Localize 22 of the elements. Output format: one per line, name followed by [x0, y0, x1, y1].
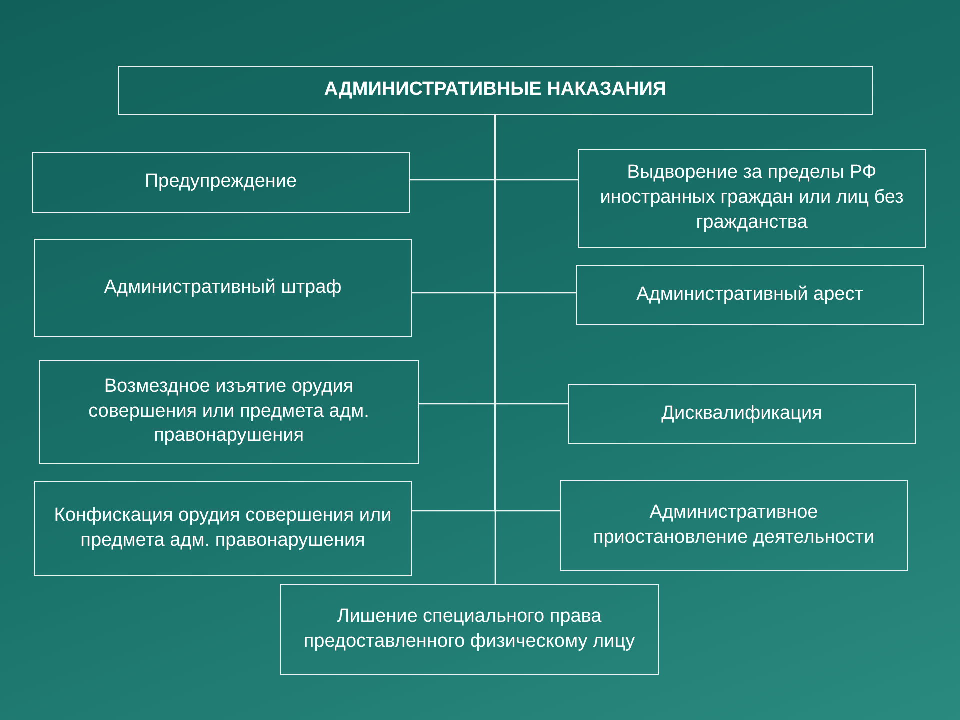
box-text: АДМИНИСТРАТИВНЫЕ НАКАЗАНИЯ — [324, 78, 667, 102]
box-text: Конфискация орудия совершения или предмета адм. правонарушения — [53, 504, 393, 552]
title-box — [118, 66, 873, 115]
connector-line — [494, 115, 496, 584]
box-text: Возмездное изъятие орудия совершения или предмета адм. правонарушения — [88, 374, 370, 448]
box-text: Лишение специального права предоставленного физическому лицу — [302, 604, 636, 654]
penalty-box — [34, 239, 412, 337]
box-text: Предупреждение — [144, 170, 298, 194]
penalty-box — [560, 480, 908, 571]
box-text: Административный штраф — [104, 276, 342, 300]
penalty-box — [568, 384, 916, 444]
penalty-box — [280, 584, 659, 675]
penalty-box — [578, 149, 926, 248]
penalty-box — [32, 152, 410, 213]
penalty-box — [39, 360, 419, 464]
box-text: Дисквалификация — [662, 402, 822, 426]
box-text: Административное приостановление деятельности — [592, 500, 876, 550]
penalty-box — [576, 265, 924, 325]
box-text: Административный арест — [636, 282, 864, 307]
box-text: Выдворение за пределы РФ иностранных граждан или лиц без гражданства — [599, 161, 905, 235]
connector-line — [494, 115, 560, 512]
penalty-box — [34, 481, 412, 576]
